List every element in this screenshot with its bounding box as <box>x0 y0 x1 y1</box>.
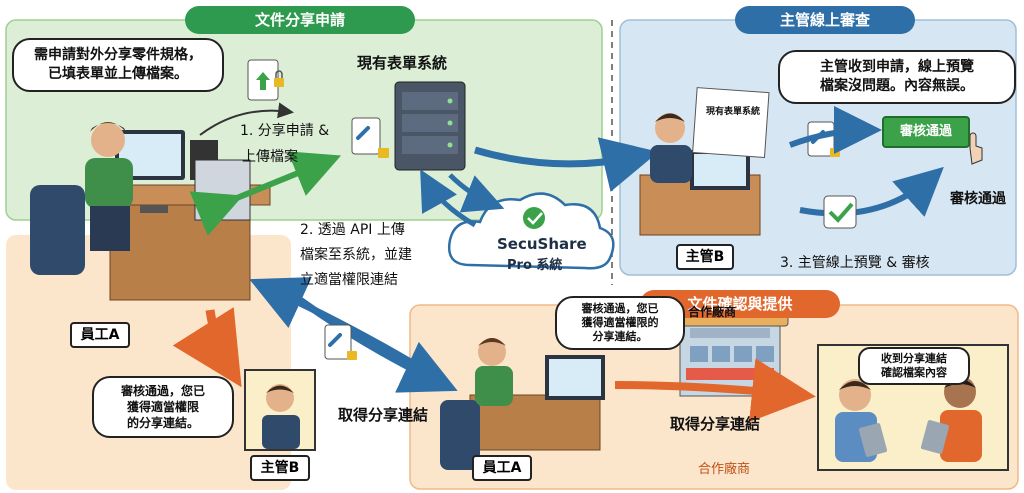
link-forward-arrow <box>297 297 458 393</box>
partner-people-scene <box>817 344 1009 471</box>
form-system-label: 現有表單系統 <box>357 54 448 72</box>
employee-to-supervisor-arrow <box>172 307 242 388</box>
cursor-hand-icon <box>969 132 983 165</box>
get-link-label-1: 取得分享連結 <box>338 406 429 424</box>
approve-text: 審核通過 <box>950 191 1006 207</box>
get-link-label-2: 取得分享連結 <box>670 415 761 433</box>
step1-arrow <box>199 102 294 136</box>
cloud-name: SecuShare <box>497 235 587 253</box>
screen-title: 現有表單系統 <box>706 107 761 117</box>
upload-file-icon <box>247 59 284 101</box>
cloud-to-server-arrow <box>420 169 477 228</box>
supervisor-b-label-1: 主管B <box>676 244 734 270</box>
api-upload-arrow <box>189 151 342 236</box>
form-server <box>394 81 466 171</box>
link-file-icon-top <box>351 117 389 158</box>
step2-label: 2. 透過 API 上傳 檔案至系統，並建 立適當權限連結 <box>300 222 412 288</box>
link-file-icon-bottom <box>324 324 357 360</box>
supervisor-b-portrait <box>244 369 316 451</box>
review-arrow-2 <box>799 166 944 217</box>
bubble-employee-need: 需申請對外分享零件規格， 已填表單並上傳檔案。 <box>12 38 224 92</box>
employee-a-label-1: 員工A <box>70 322 130 348</box>
employee-a-bottom-scene <box>440 338 605 470</box>
approve-button[interactable]: 審核通過 <box>882 116 970 148</box>
bubble-supervisor-preview: 主管收到申請，線上預覽 檔案沒問題。內容無誤。 <box>778 50 1016 104</box>
to-partner-arrow <box>614 358 816 423</box>
partner-caption: 合作廠商 <box>698 462 751 477</box>
section-title-apply: 文件分享申請 <box>185 6 415 34</box>
bubble-approved-link-1: 審核通過，您已 獲得適當權限 的分享連結。 <box>92 376 234 438</box>
employee-a-label-2: 員工A <box>472 455 532 481</box>
review-arrow-1 <box>788 106 882 155</box>
step1b-label: 上傳檔案 <box>242 149 298 165</box>
partner-sign: 合作廠商 <box>688 305 737 319</box>
step1-label: 1. 分享申請 & <box>240 123 330 139</box>
supervisor-b-desk-scene <box>639 87 770 236</box>
check-icon <box>823 195 857 229</box>
bubble-partner-receive: 收到分享連結 確認檔案內容 <box>858 347 970 385</box>
server-to-supervisor-arrow <box>474 137 659 192</box>
bubble-approved-link-2: 審核通過，您已 獲得適當權限的 分享連結。 <box>555 296 685 350</box>
step3-label: 3. 主管線上預覽 & 審核 <box>780 255 930 271</box>
section-title-review: 主管線上審查 <box>735 6 915 34</box>
cloud-subtitle: Pro 系統 <box>507 258 563 273</box>
supervisor-b-label-2: 主管B <box>250 455 310 481</box>
